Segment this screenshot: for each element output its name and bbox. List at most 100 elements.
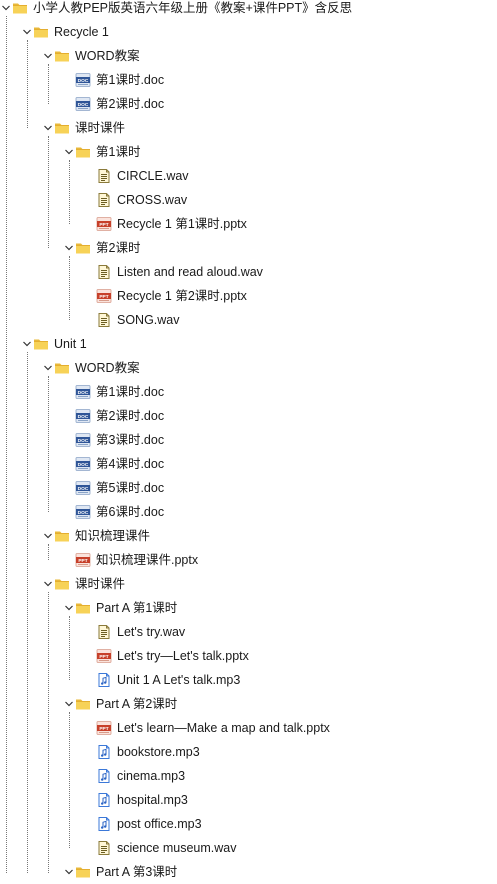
mp3-icon (96, 672, 112, 688)
chevron-down-icon[interactable] (42, 50, 54, 62)
ppt-icon: PPT (96, 288, 112, 304)
chevron-down-icon[interactable] (42, 362, 54, 374)
folder-row[interactable]: 知识梳理课件 (54, 524, 150, 548)
folder-row[interactable]: 第1课时 (75, 140, 140, 164)
folder-icon (75, 144, 91, 160)
folder-row[interactable]: 课时课件 (54, 116, 125, 140)
svg-text:DOC: DOC (78, 102, 89, 108)
file-label: 第2课时.doc (96, 409, 165, 423)
file-label: Recycle 1 第2课时.pptx (117, 289, 247, 303)
folder-row[interactable]: 小学人教PEP版英语六年级上册《教案+课件PPT》含反思 (12, 0, 352, 20)
file-label: 第2课时.doc (96, 97, 165, 111)
doc-icon: DOC (75, 408, 91, 424)
chevron-down-icon[interactable] (63, 602, 75, 614)
svg-text:PPT: PPT (99, 222, 108, 228)
file-row[interactable]: SONG.wav (96, 308, 180, 332)
file-label: science museum.wav (117, 841, 237, 855)
file-row[interactable]: DOC 第2课时.doc (75, 404, 164, 428)
chevron-down-icon[interactable] (63, 242, 75, 254)
file-label: Recycle 1 第1课时.pptx (117, 217, 247, 231)
chevron-down-icon[interactable] (21, 26, 33, 38)
wav-icon (96, 168, 112, 184)
folder-icon (54, 120, 70, 136)
folder-row[interactable]: WORD教案 (54, 356, 140, 380)
file-row[interactable]: bookstore.mp3 (96, 740, 200, 764)
folder-icon (33, 336, 49, 352)
folder-label: Part A 第1课时 (96, 601, 178, 615)
wav-icon (96, 264, 112, 280)
svg-text:PPT: PPT (99, 726, 108, 732)
file-label: Let's try.wav (117, 625, 186, 639)
file-row[interactable]: hospital.mp3 (96, 788, 188, 812)
tree-guide-line (69, 160, 70, 224)
ppt-icon: PPT (96, 216, 112, 232)
file-row[interactable]: Let's try.wav (96, 620, 185, 644)
folder-row[interactable]: Unit 1 (33, 332, 87, 356)
folder-row[interactable]: Part A 第1课时 (75, 596, 177, 620)
folder-icon (75, 696, 91, 712)
tree-guide-line (69, 616, 70, 680)
file-row[interactable]: science museum.wav (96, 836, 237, 860)
file-row[interactable]: post office.mp3 (96, 812, 202, 836)
tree-guide-line (48, 64, 49, 104)
svg-text:PPT: PPT (78, 558, 87, 564)
file-row[interactable]: DOC 第2课时.doc (75, 92, 164, 116)
ppt-icon: PPT (96, 720, 112, 736)
doc-icon: DOC (75, 432, 91, 448)
chevron-down-icon[interactable] (21, 338, 33, 350)
folder-label: Unit 1 (54, 337, 87, 351)
tree-guide-line (48, 544, 49, 560)
svg-text:DOC: DOC (78, 486, 89, 492)
chevron-down-icon[interactable] (63, 698, 75, 710)
file-row[interactable]: Listen and read aloud.wav (96, 260, 263, 284)
file-row[interactable]: Unit 1 A Let's talk.mp3 (96, 668, 240, 692)
folder-row[interactable]: Part A 第2课时 (75, 692, 177, 716)
file-row[interactable]: CIRCLE.wav (96, 164, 189, 188)
chevron-down-icon[interactable] (42, 122, 54, 134)
folder-label: Part A 第2课时 (96, 697, 178, 711)
chevron-down-icon[interactable] (42, 530, 54, 542)
folder-icon (75, 864, 91, 880)
tree-guide-line (6, 16, 7, 873)
chevron-down-icon[interactable] (0, 2, 12, 14)
mp3-icon (96, 816, 112, 832)
file-label: SONG.wav (117, 313, 180, 327)
chevron-down-icon[interactable] (63, 146, 75, 158)
svg-text:DOC: DOC (78, 414, 89, 420)
folder-row[interactable]: WORD教案 (54, 44, 140, 68)
folder-label: 课时课件 (75, 121, 126, 135)
folder-row[interactable]: Recycle 1 (33, 20, 109, 44)
wav-icon (96, 840, 112, 856)
folder-icon (54, 360, 70, 376)
chevron-down-icon[interactable] (63, 866, 75, 878)
file-row[interactable]: PPT Recycle 1 第1课时.pptx (96, 212, 247, 236)
file-row[interactable]: PPT Recycle 1 第2课时.pptx (96, 284, 247, 308)
file-label: CIRCLE.wav (117, 169, 189, 183)
ppt-icon: PPT (75, 552, 91, 568)
folder-row[interactable]: 课时课件 (54, 572, 125, 596)
tree-guide-line (48, 136, 49, 248)
folder-icon (33, 24, 49, 40)
svg-text:DOC: DOC (78, 510, 89, 516)
folder-icon (12, 0, 28, 16)
chevron-down-icon[interactable] (42, 578, 54, 590)
folder-row[interactable]: 第2课时 (75, 236, 140, 260)
folder-label: 第1课时 (96, 145, 141, 159)
file-row[interactable]: cinema.mp3 (96, 764, 185, 788)
file-label: bookstore.mp3 (117, 745, 200, 759)
file-row[interactable]: CROSS.wav (96, 188, 187, 212)
folder-row[interactable]: Part A 第3课时 (75, 860, 177, 884)
folder-label: 课时课件 (75, 577, 126, 591)
tree-guide-line (69, 256, 70, 320)
doc-icon: DOC (75, 456, 91, 472)
